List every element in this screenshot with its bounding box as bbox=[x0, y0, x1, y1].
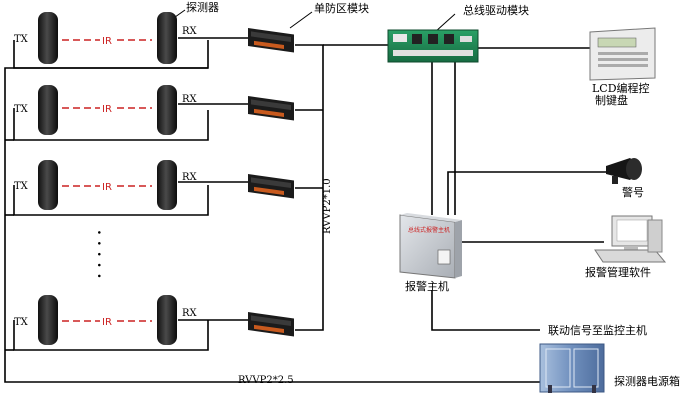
rx-label: RX bbox=[182, 26, 198, 37]
horn-label: 警号 bbox=[622, 185, 644, 199]
alarm-software-label: 报警管理软件 bbox=[585, 265, 651, 279]
zone-module-icon bbox=[248, 28, 294, 53]
detector-label: 探测器 bbox=[186, 1, 219, 14]
bus-driver-module-label: 总线驱动模块 bbox=[463, 3, 529, 17]
lcd-keyboard-label-line2: 制键盘 bbox=[595, 93, 628, 107]
labels: 探测器 单防区模块 总线驱动模块 LCD编程控 制键盘 警号 报警管理软件 报警… bbox=[186, 1, 680, 388]
row3-loop bbox=[13, 185, 209, 216]
module-leader bbox=[289, 11, 313, 29]
detector-rx-icon bbox=[157, 12, 177, 64]
tx-label: TX bbox=[14, 317, 29, 328]
ir-label-bg bbox=[100, 179, 116, 192]
alarm-host-label: 报警主机 bbox=[405, 279, 449, 293]
ir-label: IR bbox=[102, 317, 112, 328]
lcd-keyboard-label-line1: LCD编程控 bbox=[592, 81, 650, 95]
row4-loop bbox=[13, 320, 209, 351]
detector-tx-icon bbox=[38, 295, 58, 345]
bus-cable-label: RVVP2*1.0 bbox=[322, 178, 333, 234]
tx-label: TX bbox=[14, 104, 29, 115]
rx-label: RX bbox=[182, 94, 198, 105]
lcd-keyboard-icon bbox=[589, 27, 656, 81]
horn-icon bbox=[606, 158, 642, 184]
rx-label: RX bbox=[182, 308, 198, 319]
detector-row-4: TX RX IR bbox=[14, 295, 198, 345]
power-box-icon bbox=[539, 343, 605, 393]
detector-rx-icon bbox=[157, 85, 177, 135]
linkage-line bbox=[431, 290, 540, 331]
ir-label: IR bbox=[102, 104, 112, 115]
rows-ellipsis: ..... bbox=[94, 230, 110, 284]
single-zone-module-label: 单防区模块 bbox=[314, 1, 369, 15]
detector-row-1: TX RX IR bbox=[14, 12, 198, 64]
detector-row-2: TX RX IR bbox=[14, 85, 198, 135]
detector-power-box-label: 探测器电源箱 bbox=[614, 374, 680, 388]
detector-tx-icon bbox=[38, 85, 58, 135]
wiring bbox=[4, 9, 608, 383]
tx-label: TX bbox=[14, 181, 29, 192]
zone-module-icon bbox=[248, 312, 294, 337]
zone-module-icon bbox=[248, 174, 294, 199]
detector-tx-icon bbox=[38, 160, 58, 210]
row2-loop bbox=[13, 108, 209, 141]
detector-rx-icon bbox=[157, 160, 177, 210]
ir-label: IR bbox=[102, 36, 112, 47]
host-to-horn-line bbox=[447, 171, 608, 215]
ir-label: IR bbox=[102, 182, 112, 193]
alarm-host-icon: 总线式报警主机 bbox=[399, 213, 462, 279]
power-cable-label: RVVP2*2.5 bbox=[238, 375, 294, 386]
ir-label-bg bbox=[100, 33, 116, 46]
detector-tx-icon bbox=[38, 12, 58, 64]
bus-driver-board-icon bbox=[387, 29, 479, 63]
linkage-signal-label: 联动信号至监控主机 bbox=[548, 323, 647, 337]
driver-leader bbox=[434, 13, 456, 33]
detector-rx-icon bbox=[157, 295, 177, 345]
tx-label: TX bbox=[14, 34, 29, 45]
host-to-keyboard-line bbox=[454, 47, 590, 215]
rx-label: RX bbox=[182, 172, 198, 183]
zone-module-icon bbox=[248, 96, 294, 121]
zone-modules bbox=[248, 28, 294, 337]
computer-icon bbox=[594, 215, 667, 263]
detector-row-3: TX RX IR bbox=[14, 160, 198, 210]
row1-loop bbox=[13, 40, 209, 69]
host-panel-text: 总线式报警主机 bbox=[408, 226, 450, 234]
ir-label-bg bbox=[100, 314, 116, 327]
ir-label-bg bbox=[100, 101, 116, 114]
